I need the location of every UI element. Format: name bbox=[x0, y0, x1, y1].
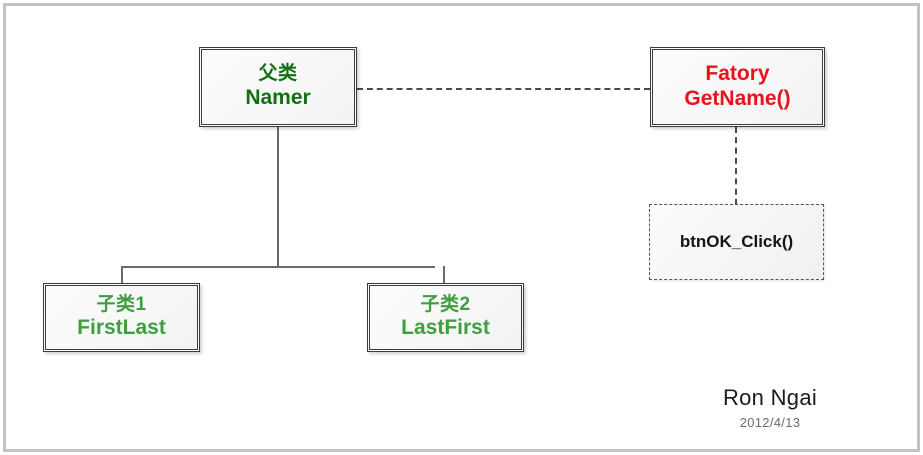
factory-method: GetName() bbox=[684, 87, 791, 110]
connector-children-bus bbox=[121, 266, 435, 268]
factory-name: Fatory bbox=[705, 62, 770, 86]
connector-drop-child1 bbox=[121, 266, 123, 284]
child1-name-en: FirstLast bbox=[77, 316, 166, 340]
connector-drop-child2 bbox=[443, 266, 445, 284]
signature-author: Ron Ngai bbox=[722, 385, 818, 410]
node-btnok-click-handler[interactable]: btnOK_Click() bbox=[649, 204, 824, 280]
child2-name-en: LastFirst bbox=[401, 316, 490, 340]
connector-parent-to-factory bbox=[357, 88, 650, 90]
connector-factory-to-handler bbox=[735, 127, 737, 205]
node-factory[interactable]: Fatory GetName() bbox=[650, 47, 825, 127]
connector-parent-trunk bbox=[277, 127, 279, 266]
child1-name-cn: 子类1 bbox=[96, 293, 147, 315]
signature-block: Ron Ngai 2012/4/13 bbox=[700, 385, 840, 430]
node-child-class-2[interactable]: 子类2 LastFirst bbox=[367, 283, 524, 352]
node-parent-class[interactable]: 父类 Namer bbox=[199, 47, 357, 127]
outer-frame bbox=[3, 3, 920, 452]
node-child-class-1[interactable]: 子类1 FirstLast bbox=[43, 283, 200, 352]
signature-date: 2012/4/13 bbox=[739, 415, 801, 430]
parent-class-name-cn: 父类 bbox=[258, 63, 298, 85]
handler-label: btnOK_Click() bbox=[679, 231, 794, 251]
parent-class-name-en: Namer bbox=[245, 85, 311, 109]
child2-name-cn: 子类2 bbox=[420, 293, 471, 315]
